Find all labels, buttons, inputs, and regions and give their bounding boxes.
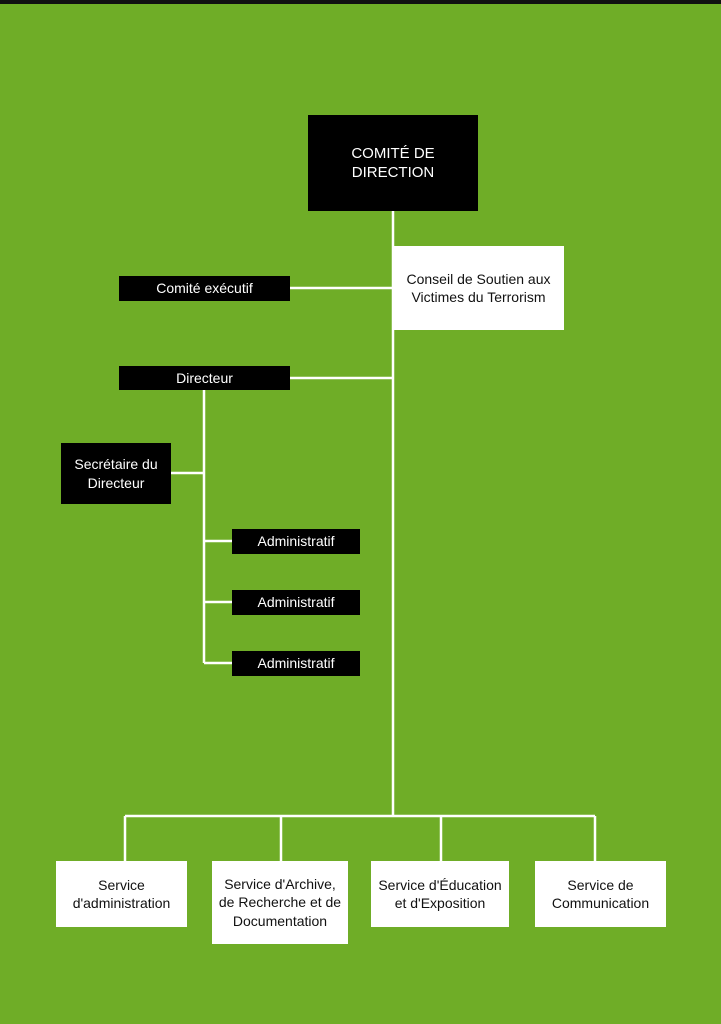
node-administratif-1-label: Administratif (257, 533, 335, 550)
node-service-administration-label: Service d'administration (72, 876, 171, 911)
node-service-education-label: Service d'Éducation et d'Exposition (378, 876, 502, 911)
node-conseil-soutien-label: Conseil de Soutien aux Victimes du Terro… (406, 270, 551, 305)
node-conseil-soutien: Conseil de Soutien aux Victimes du Terro… (393, 246, 564, 330)
node-service-archive-label: Service d'Archive, de Recherche et de Do… (218, 876, 342, 929)
top-border (0, 0, 721, 4)
node-administratif-3-label: Administratif (257, 655, 335, 672)
node-service-communication-label: Service de Communication (551, 876, 650, 911)
node-directeur: Directeur (119, 366, 290, 390)
node-service-administration: Service d'administration (56, 861, 187, 927)
node-secretaire-label: Secrétaire du Directeur (74, 456, 158, 491)
node-comite-direction: COMITÉ DE DIRECTION (308, 115, 478, 211)
node-directeur-label: Directeur (176, 369, 233, 386)
node-comite-direction-label: COMITÉ DE DIRECTION (351, 144, 435, 182)
node-administratif-3: Administratif (232, 651, 360, 676)
node-comite-executif: Comité exécutif (119, 276, 290, 301)
node-administratif-2: Administratif (232, 590, 360, 615)
node-administratif-2-label: Administratif (257, 594, 335, 611)
node-secretaire: Secrétaire du Directeur (61, 443, 171, 504)
node-administratif-1: Administratif (232, 529, 360, 554)
node-service-archive: Service d'Archive, de Recherche et de Do… (212, 861, 348, 944)
node-service-education: Service d'Éducation et d'Exposition (371, 861, 509, 927)
node-service-communication: Service de Communication (535, 861, 666, 927)
node-comite-executif-label: Comité exécutif (156, 280, 253, 297)
